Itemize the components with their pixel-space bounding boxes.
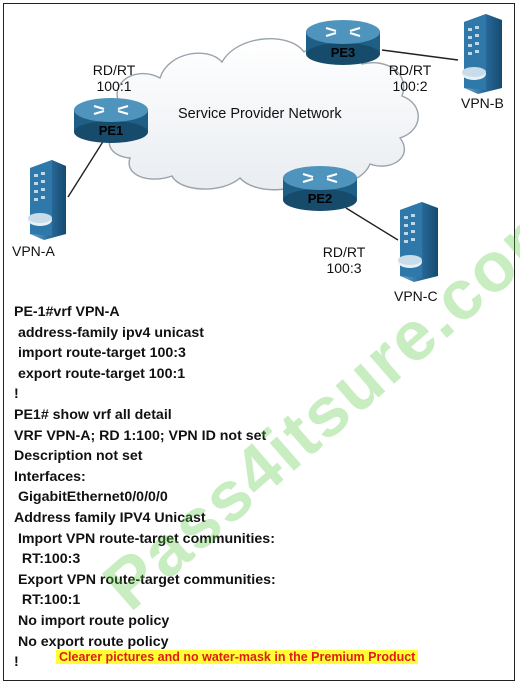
cli-line: export route-target 100:1	[14, 365, 186, 382]
cli-line: address-family ipv4 unicast	[14, 324, 205, 341]
network-topology: PE3 PE1 PE2	[28, 14, 502, 282]
pe1-rd-rt-value: 100:1	[96, 78, 132, 94]
pe1-rd-rt-title: RD/RT	[92, 62, 136, 78]
cli-line: PE-1#vrf VPN-A	[14, 304, 120, 320]
cli-line: import route-target 100:3	[14, 345, 186, 362]
pe3-rd-rt-label: RD/RT 100:2	[382, 62, 438, 94]
premium-banner: Clearer pictures and no water-mask in th…	[56, 650, 419, 664]
link-pe1-vpn-a	[67, 139, 105, 198]
cli-line: VRF VPN-A; RD 1:100; VPN ID not set	[14, 427, 267, 444]
vpn-b-site-icon	[462, 14, 502, 94]
pe2-rd-rt-value: 100:3	[326, 260, 362, 276]
cli-line: Address family IPV4 Unicast	[14, 509, 206, 526]
pe3-rd-rt-title: RD/RT	[388, 62, 432, 78]
vpn-a-label: VPN-A	[12, 243, 55, 259]
vpn-a-site-icon	[28, 160, 66, 240]
cli-line: Description not set	[14, 448, 143, 465]
cli-line: PE1# show vrf all detail	[14, 406, 172, 423]
link-pe3-vpn-b	[381, 49, 459, 61]
router-pe2-icon	[283, 166, 357, 211]
link-pe2-vpn-c	[345, 207, 399, 241]
vpn-c-label: VPN-C	[394, 288, 438, 304]
router-pe1-label: PE1	[99, 123, 124, 138]
cli-line: Export VPN route-target communities:	[14, 571, 276, 588]
router-pe3-label: PE3	[331, 45, 356, 60]
cli-line: No import route policy	[14, 612, 170, 629]
router-pe2-label: PE2	[308, 191, 333, 206]
cli-line: Interfaces:	[14, 468, 86, 485]
pe1-rd-rt-label: RD/RT 100:1	[86, 62, 142, 94]
pe2-rd-rt-title: RD/RT	[322, 244, 366, 260]
service-provider-cloud	[100, 38, 419, 191]
cloud-label: Service Provider Network	[178, 106, 342, 122]
cli-line: RT:100:1	[14, 592, 81, 609]
router-pe3-icon	[306, 20, 380, 65]
cli-line: No export route policy	[14, 633, 169, 650]
router-pe1-icon	[74, 98, 148, 143]
cli-output: PE-1#vrf VPN-A address-family ipv4 unica…	[14, 302, 504, 673]
cli-line: GigabitEthernet0/0/0/0	[14, 489, 168, 506]
vpn-c-site-icon	[398, 202, 438, 282]
cli-line: Import VPN route-target communities:	[14, 530, 275, 547]
cli-line: !	[14, 654, 19, 671]
cli-line: RT:100:3	[14, 551, 81, 568]
vpn-b-label: VPN-B	[461, 95, 504, 111]
pe2-rd-rt-label: RD/RT 100:3	[316, 244, 372, 276]
pe3-rd-rt-value: 100:2	[392, 78, 428, 94]
links	[67, 49, 459, 241]
cli-line: !	[14, 386, 19, 403]
